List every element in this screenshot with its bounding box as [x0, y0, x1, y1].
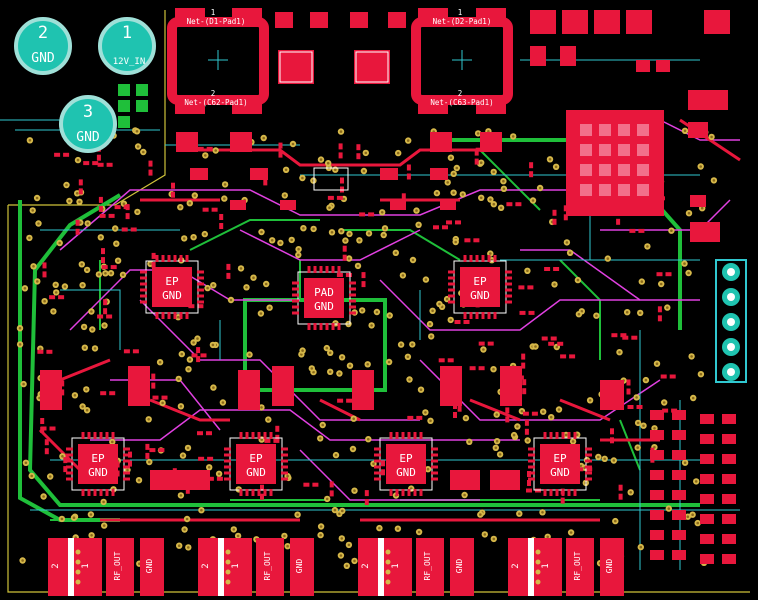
connector-pin2-label: 2 — [201, 563, 211, 568]
connector-ground-label: GND — [295, 559, 304, 574]
connector-signal-label: RF_OUT — [113, 551, 122, 580]
regulator-components — [176, 12, 502, 210]
chip-label-line2: GND — [470, 289, 490, 302]
rf-connector[interactable]: 2 1 RF_OUT GND — [508, 538, 624, 596]
inductor-right[interactable] — [411, 8, 513, 114]
mcu-chip[interactable] — [566, 110, 664, 216]
chip-label-line2: GND — [314, 300, 334, 313]
mcu-thermal-pads — [580, 124, 649, 196]
chip-label-line1: EP — [473, 275, 487, 288]
connector-signal-label: RF_OUT — [423, 551, 432, 580]
chip-label-line2: GND — [88, 466, 108, 479]
mount-pad-2-number: 2 — [38, 23, 48, 43]
mount-pad-1-label: 12V_IN — [113, 57, 146, 67]
mount-pad-2[interactable]: 2 GND — [14, 17, 72, 75]
chip-label-line1: EP — [165, 275, 179, 288]
chip-label-line1: PAD — [314, 286, 334, 299]
chip-label-line2: GND — [396, 466, 416, 479]
connector-pin2-label: 2 — [361, 563, 371, 568]
connector-pin2-label: 2 — [51, 563, 61, 568]
chip-label-line1: EP — [399, 452, 413, 465]
mount-pad-1[interactable]: 1 12V_IN — [98, 17, 156, 75]
rf-connector[interactable]: 2 1 RF_OUT GND — [358, 538, 474, 596]
connector-signal-label: RF_OUT — [573, 551, 582, 580]
inductor-left[interactable] — [167, 8, 269, 114]
connector-pin1-label: 1 — [391, 563, 401, 568]
connector-pin2-label: 2 — [511, 563, 521, 568]
net-label-pin: 2 — [211, 89, 216, 98]
net-label-text: Net-(D2-Pad1) — [433, 17, 492, 26]
mount-pad-2-label: GND — [31, 51, 55, 66]
net-label-text: Net-(D1-Pad1) — [187, 17, 246, 26]
chip-label-line1: EP — [91, 452, 105, 465]
mount-pad-3-label: GND — [76, 130, 100, 145]
connector-pin1-label: 1 — [541, 563, 551, 568]
rf-connector[interactable]: 2 1 RF_OUT GND — [198, 538, 314, 596]
chip-label-line1: EP — [249, 452, 263, 465]
net-label-pin: 1 — [211, 8, 216, 17]
mount-pad-3[interactable]: 3 GND — [59, 95, 117, 153]
net-label-text: Net-(C63-Pad1) — [430, 98, 493, 107]
power-input-pads — [118, 84, 148, 128]
connector-pin1-label: 1 — [81, 563, 91, 568]
chip-label-line2: GND — [162, 289, 182, 302]
connector-signal-label: RF_OUT — [263, 551, 272, 580]
ic-footprints-small — [279, 51, 389, 191]
connector-ground-label: GND — [605, 559, 614, 574]
mount-pad-3-number: 3 — [83, 102, 93, 122]
net-labels: 1 Net-(D1-Pad1) 2 Net-(C62-Pad1) 1 Net-(… — [184, 8, 493, 107]
mount-pad-1-number: 1 — [122, 23, 132, 43]
chip-label-line2: GND — [246, 466, 266, 479]
rf-connectors: 2 1 RF_OUT GND 2 1 RF_OUT GND 2 1 RF_OUT GND 2 1 RF_OU… — [48, 538, 624, 596]
net-label-pin: 2 — [458, 89, 463, 98]
chip-label-line2: GND — [550, 466, 570, 479]
top-right-pads — [530, 10, 730, 242]
mid-row-components — [40, 366, 624, 490]
net-label-text: Net-(C62-Pad1) — [184, 98, 247, 107]
chip-label-line1: EP — [553, 452, 567, 465]
connector-pin1-label: 1 — [231, 563, 241, 568]
connector-ground-label: GND — [145, 559, 154, 574]
connector-ground-label: GND — [455, 559, 464, 574]
rf-connector[interactable]: 2 1 RF_OUT GND — [48, 538, 164, 596]
pin-header[interactable] — [715, 259, 747, 383]
net-label-pin: 1 — [458, 8, 463, 17]
resistor-ladder — [650, 410, 736, 564]
